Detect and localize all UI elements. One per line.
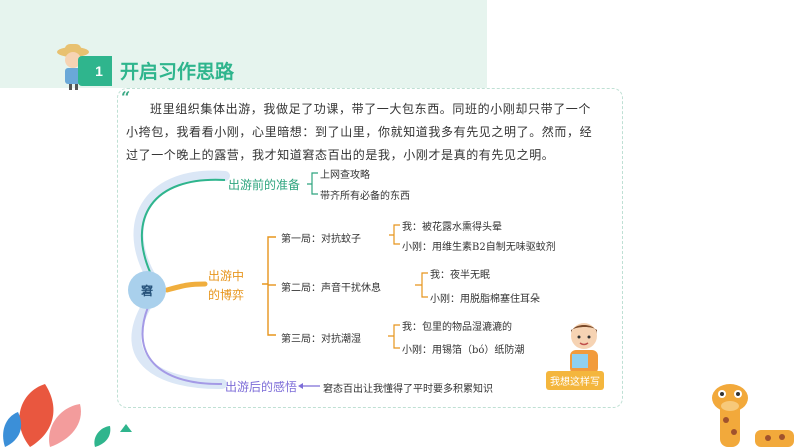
- branch-line-after: [141, 306, 223, 386]
- round-1-label: 第一局：对抗蚊子: [281, 234, 361, 245]
- before-item-2: 带齐所有必备的东西: [320, 191, 410, 202]
- content-card: [117, 88, 623, 408]
- round-3-label: 第三局：对抗潮湿: [281, 334, 361, 345]
- branch-before-label: 出游前的准备: [228, 178, 301, 192]
- round-2-me: 我：夜半无眠: [430, 270, 490, 281]
- giraffe-decoration-icon: [712, 384, 794, 447]
- branch-line-middle: [164, 281, 208, 293]
- before-item-1: 上网查攻略: [320, 170, 370, 181]
- write-like-this-tag: 我想这样写: [546, 371, 604, 390]
- after-text: 窘态百出让我懂得了平时要多积累知识: [323, 384, 493, 395]
- round-1-gang: 小刚：用维生素B2自制无味驱蚊剂: [402, 242, 556, 253]
- mindmap-center-node: 窘: [128, 271, 166, 309]
- leaves-decoration-icon: [3, 384, 132, 447]
- branch-after-label: 出游后的感悟: [225, 380, 298, 394]
- story-paragraph: 班里组织集体出游，我做足了功课，带了一大包东西。同班的小刚却只带了一个小挎包，我…: [126, 102, 593, 162]
- farmer-avatar-icon: [57, 44, 89, 90]
- section-title: 开启习作思路: [120, 61, 235, 83]
- branch-middle-label: 出游中 的博弈: [208, 269, 245, 302]
- section-number-badge: 1: [78, 56, 112, 86]
- round-3-gang: 小刚：用锡箔（bó）纸防潮: [402, 345, 525, 356]
- round-2-gang: 小刚：用脱脂棉塞住耳朵: [430, 294, 540, 305]
- boy-illustration-icon: [570, 323, 598, 374]
- round-3-me: 我：包里的物品湿漉漉的: [402, 322, 512, 333]
- quote-mark: “: [121, 88, 131, 107]
- round-1-me: 我：被花露水熏得头晕: [402, 222, 502, 233]
- round-2-label: 第二局：声音干扰休息: [281, 283, 381, 294]
- branch-line-before: [141, 178, 226, 273]
